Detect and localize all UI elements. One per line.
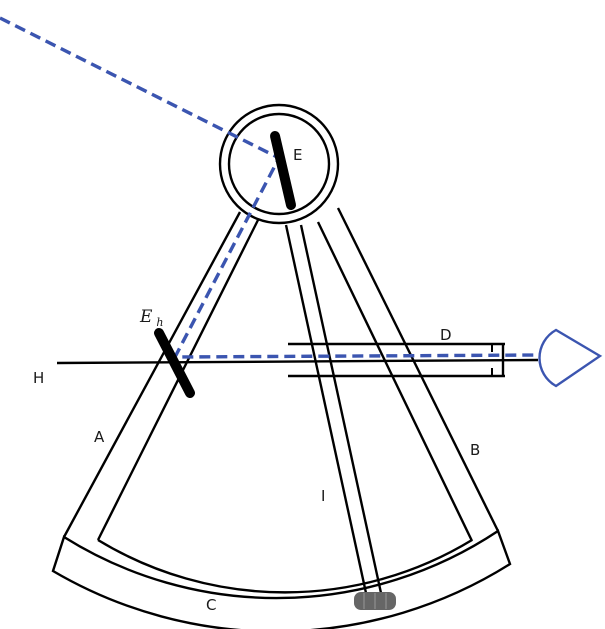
label-h: H	[33, 369, 44, 387]
index-arm-left	[284, 224, 368, 594]
label-d: D	[440, 326, 452, 344]
label-eh: E h	[139, 307, 164, 329]
horizon-mirror	[154, 328, 195, 398]
frame-arm-b-inner	[316, 221, 474, 542]
graduated-arc	[51, 529, 512, 629]
label-e: E	[293, 146, 302, 164]
label-eh-main: E	[139, 307, 153, 327]
label-c: C	[206, 596, 216, 614]
frame-arm-b-outer	[336, 207, 500, 532]
frame-arm-a-outer	[62, 211, 242, 538]
label-eh-sub: h	[156, 316, 163, 329]
index-mirror	[270, 131, 296, 210]
label-a: A	[94, 428, 105, 446]
index-arm-right	[299, 224, 383, 594]
label-i: I	[321, 487, 325, 505]
arc-inner-scale-line	[97, 538, 473, 594]
eye-icon	[538, 328, 603, 388]
horizon-line	[56, 358, 539, 365]
light-ray	[0, 16, 541, 359]
label-b: B	[470, 441, 480, 459]
